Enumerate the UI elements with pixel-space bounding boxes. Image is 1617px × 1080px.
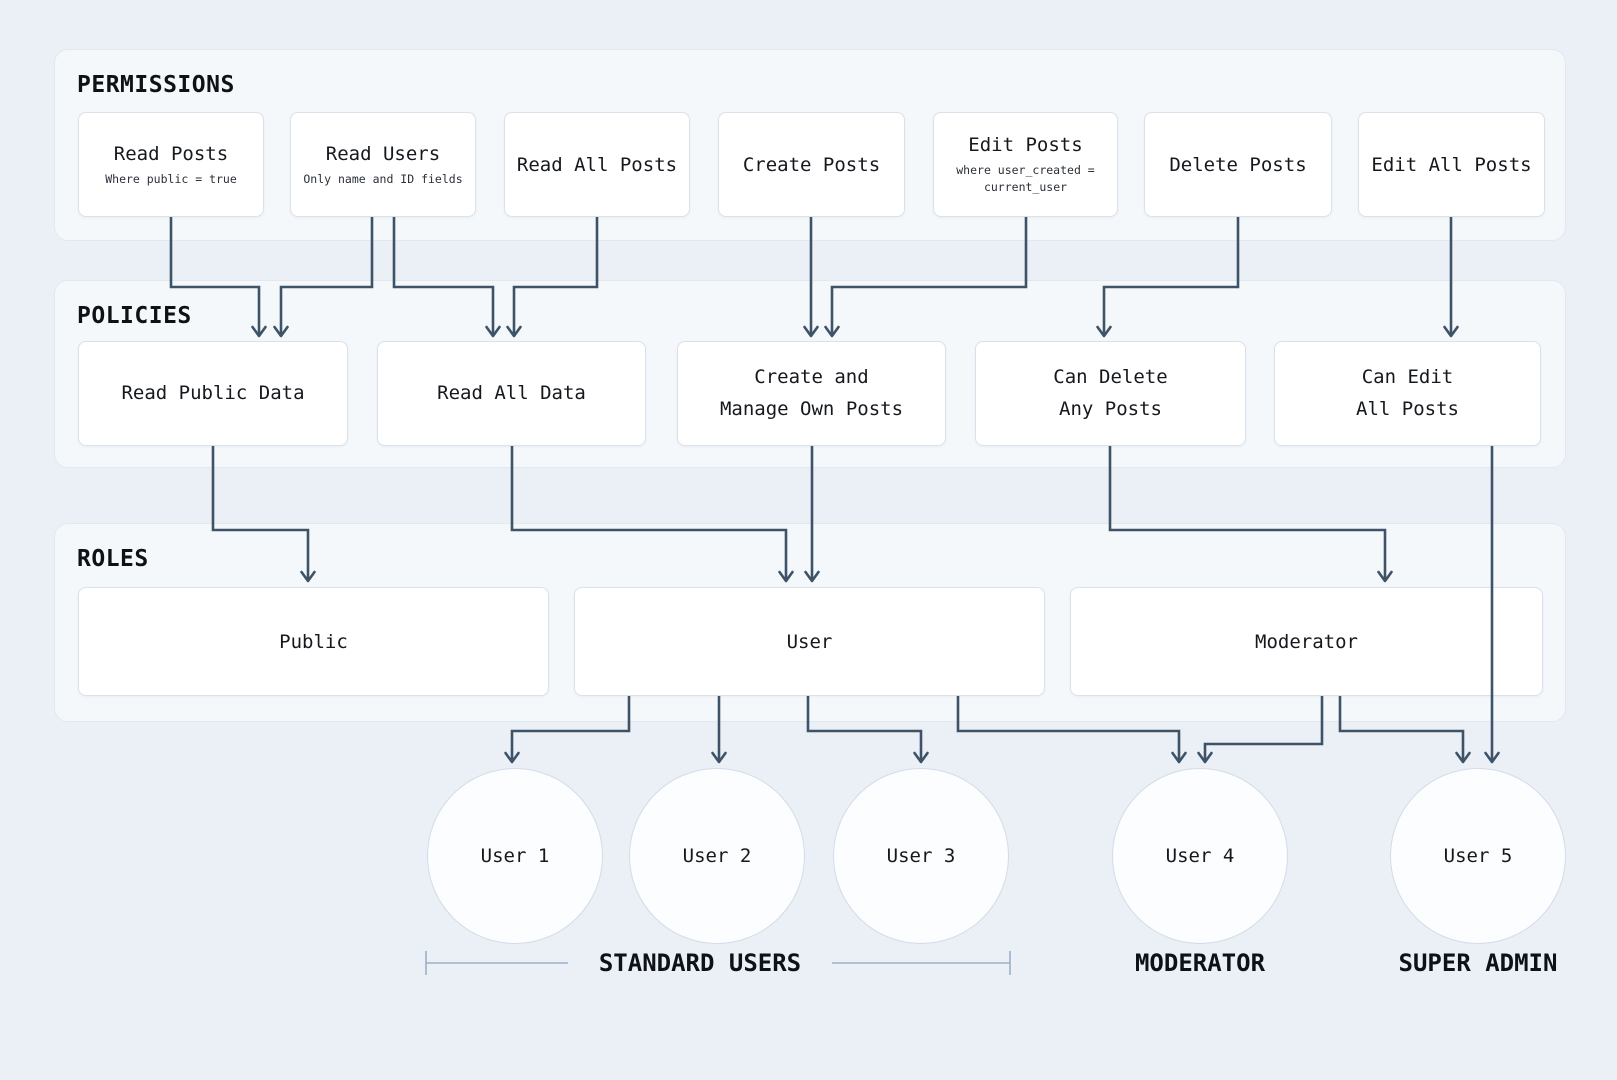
policy-node-read-public-data: Read Public Data	[78, 341, 348, 446]
node-title: Edit Posts	[968, 134, 1083, 156]
node-title-line2: Manage Own Posts	[719, 398, 904, 420]
node-title: Read Users	[325, 142, 441, 165]
permission-node-read-posts: Read Posts Where public = true	[78, 112, 264, 217]
node-title: User 5	[1443, 845, 1513, 867]
permission-node-read-all-posts: Read All Posts	[504, 112, 690, 217]
node-subtitle: Where public = true	[105, 171, 237, 186]
node-title: Moderator	[1255, 630, 1358, 653]
permission-node-create-posts: Create Posts	[718, 112, 905, 217]
node-title: User	[786, 630, 833, 653]
user-node-3: User 3	[833, 768, 1009, 944]
node-subtitle: where user_created = current_user	[956, 163, 1095, 194]
node-title: Edit All Posts	[1371, 153, 1532, 176]
user-node-1: User 1	[427, 768, 603, 944]
node-title: Delete Posts	[1169, 153, 1307, 176]
role-node-public: Public	[78, 587, 549, 696]
node-title: User 1	[480, 845, 550, 867]
role-node-moderator: Moderator	[1070, 587, 1543, 696]
node-title: Read All Posts	[516, 153, 678, 176]
node-subtitle: Only name and ID fields	[303, 171, 463, 186]
node-title: Can Delete	[1053, 366, 1168, 388]
group-label-standard-users: STANDARD USERS	[598, 949, 802, 977]
permission-node-delete-posts: Delete Posts	[1144, 112, 1332, 217]
node-title: User 3	[886, 845, 956, 867]
policy-node-can-edit-all-posts: Can Edit All Posts	[1274, 341, 1541, 446]
node-title: Create and	[754, 366, 869, 388]
node-title: Read Public Data	[121, 382, 305, 404]
node-title: User 2	[682, 845, 752, 867]
policies-section-title: POLICIES	[77, 303, 192, 329]
node-title: Read Posts	[113, 142, 229, 165]
group-label-moderator: MODERATOR	[1134, 949, 1266, 977]
permissions-section-title: PERMISSIONS	[77, 72, 235, 98]
node-title: Create Posts	[742, 153, 881, 176]
policy-node-read-all-data: Read All Data	[377, 341, 646, 446]
permission-node-edit-all-posts: Edit All Posts	[1358, 112, 1545, 217]
node-title: Public	[279, 630, 348, 653]
group-label-super-admin: SUPER ADMIN	[1398, 949, 1558, 977]
policy-node-create-manage-own-posts: Create and Manage Own Posts	[677, 341, 946, 446]
user-node-2: User 2	[629, 768, 805, 944]
node-title: Can Edit	[1361, 366, 1454, 388]
permission-node-edit-posts: Edit Posts where user_created = current_…	[933, 112, 1118, 217]
node-title: User 4	[1165, 845, 1235, 867]
role-node-user: User	[574, 587, 1045, 696]
node-title-line2: All Posts	[1356, 398, 1459, 420]
node-title: Read All Data	[437, 382, 586, 404]
user-node-5: User 5	[1390, 768, 1566, 944]
user-node-4: User 4	[1112, 768, 1288, 944]
roles-section-title: ROLES	[77, 546, 149, 572]
permission-node-read-users: Read Users Only name and ID fields	[290, 112, 476, 217]
node-title-line2: Any Posts	[1059, 398, 1162, 420]
policy-node-can-delete-any-posts: Can Delete Any Posts	[975, 341, 1246, 446]
